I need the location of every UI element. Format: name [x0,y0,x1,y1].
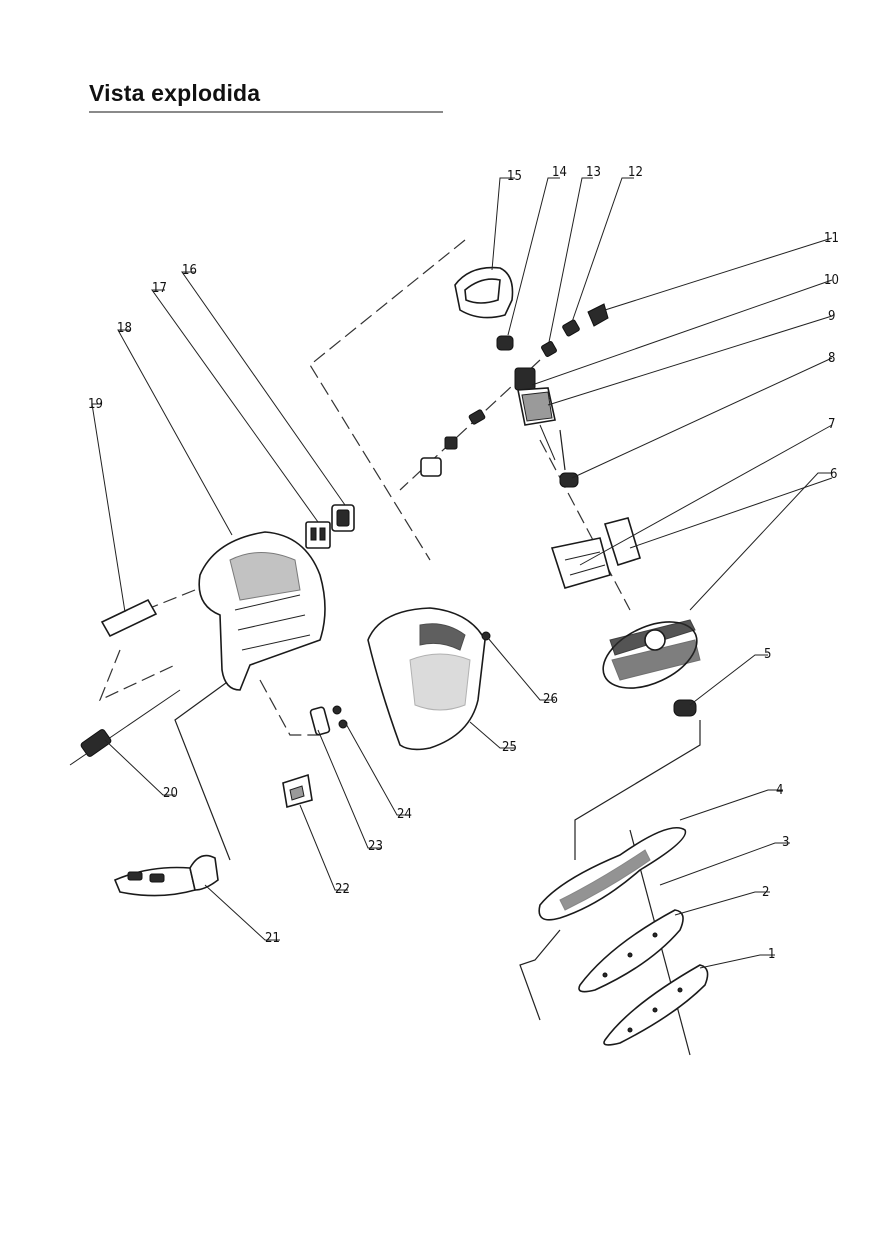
part-1-sanding-sheet [603,964,709,1046]
part-8-stator-frame [550,537,611,589]
part-4-base-plate [538,826,687,921]
callout-14: 14 [552,165,567,180]
callout-20: 20 [163,786,178,801]
callout-labels: 1 2 3 4 5 6 7 8 9 10 11 12 13 14 15 16 1… [88,165,839,962]
callout-7: 7 [828,417,835,432]
part-16-switch [331,504,355,532]
callout-4: 4 [776,783,783,798]
callout-3: 3 [782,835,789,850]
callout-1: 1 [768,947,775,962]
callout-19: 19 [88,397,103,412]
callout-24: 24 [397,807,412,822]
callout-22: 22 [335,882,350,897]
part-23-cord-clamp [309,706,331,736]
callout-25: 25 [502,740,517,755]
callout-26: 26 [543,692,558,707]
callout-leaders [91,177,833,969]
part-21-dust-port [113,854,219,897]
callout-8: 8 [828,351,835,366]
callout-6: 6 [830,467,837,482]
callout-5: 5 [764,647,771,662]
part-25-housing-right [367,607,486,751]
callout-10: 10 [824,273,839,288]
callout-18: 18 [117,321,132,336]
part-10-armature [514,367,556,461]
callout-9: 9 [828,309,835,324]
part-18-housing-left [198,531,326,691]
part-20-power-cord [69,689,181,766]
callout-11: 11 [824,231,839,246]
callout-12: 12 [628,165,643,180]
page-heading: Vista explodida [89,80,443,113]
part-17-capacitor [305,521,331,549]
callout-15: 15 [507,169,522,184]
part-6-fan [602,619,701,689]
callout-2: 2 [762,885,769,900]
part-2-sanding-pad [578,909,684,993]
callout-17: 17 [152,281,167,296]
callout-13: 13 [586,165,601,180]
part-15-motor-bracket [454,266,514,319]
callout-21: 21 [265,931,280,946]
page-title: Vista explodida [89,80,261,106]
callout-16: 16 [182,263,197,278]
part-22-label [282,773,313,809]
part-13-brush [541,341,557,357]
part-12-brush-holder [562,319,580,337]
part-24-screws [332,705,348,729]
part-11-cap [587,303,609,327]
part-14-bearing [496,335,514,351]
part-brush-pair [420,409,486,477]
part-9-bearing [559,472,579,488]
part-19-strain-relief [100,598,158,638]
callout-23: 23 [368,839,383,854]
